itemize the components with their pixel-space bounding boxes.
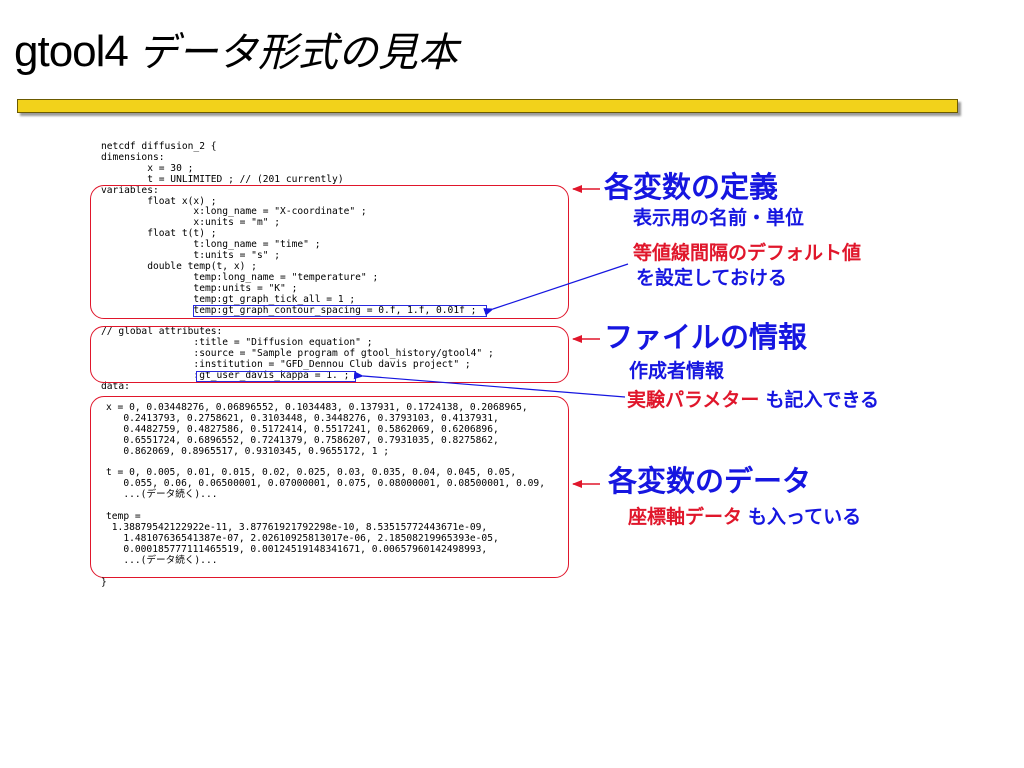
file-info-note-parameters-red: 実験パラメター [627,389,760,411]
data-note-axis-blue: も入っている [748,506,862,528]
variables-note-contour-default: 等値線間隔のデフォルト値 [633,242,862,264]
data-note-axis: 座標軸データも入っている [628,502,861,529]
data-note-axis-red: 座標軸データ [628,506,743,528]
cdl-data-code: x = 0, 0.03448276, 0.06896552, 0.1034483… [106,402,545,566]
title-underline-bar [17,99,958,113]
arrow-contour-spacing [483,263,629,316]
file-info-heading: ファイルの情報 [604,320,808,354]
arrow-davis-kappa [353,371,626,398]
file-info-note-parameters: 実験パラメターも記入できる [627,385,879,412]
data-heading: 各変数のデータ [608,464,812,498]
cdl-closing-brace: } [101,577,107,588]
file-info-note-parameters-blue: も記入できる [765,389,880,411]
variables-note-can-set: を設定しておける [636,267,787,289]
data-section-box [90,396,569,578]
slide-title-japanese: データ形式の見本 [137,30,458,76]
variables-heading: 各変数の定義 [604,170,779,204]
variables-section-box [90,185,569,319]
variables-note-name-unit: 表示用の名前・単位 [633,207,805,229]
cdl-header-code: netcdf diffusion_2 { dimensions: x = 30 … [101,141,494,392]
global-attributes-box [90,326,569,383]
slide-title-latin: gtool4 [14,27,129,76]
file-info-note-creator: 作成者情報 [629,360,725,382]
